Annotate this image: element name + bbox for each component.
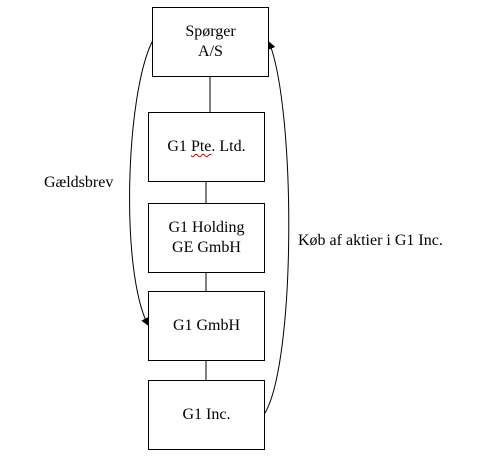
entity-g1-gmbh: G1 GmbH xyxy=(148,291,265,361)
entity-g1-inc-name: G1 Inc. xyxy=(182,406,231,423)
entity-spoerger-suffix: A/S xyxy=(198,43,223,60)
entity-g1-pte-spellcheck-word: Pte xyxy=(190,138,212,155)
entity-g1-gmbh-name: G1 GmbH xyxy=(172,317,241,334)
entity-g1-pte-ltd: G1 Pte. Ltd. xyxy=(148,112,265,182)
entity-g1-pte-suffix: . Ltd. xyxy=(211,138,246,155)
entity-g1-pte-prefix: G1 xyxy=(167,138,191,155)
entity-g1-inc: G1 Inc. xyxy=(148,380,265,450)
entity-g1-holding-ge-gmbh: G1 Holding GE GmbH xyxy=(148,203,265,273)
left-flow-arrow xyxy=(129,41,153,326)
entity-g1-pte-label: G1 Pte. Ltd. xyxy=(167,137,245,157)
flow-label-koeb-af-aktier: Køb af aktier i G1 Inc. xyxy=(298,232,443,249)
entity-spoerger-as: Spørger A/S xyxy=(152,7,269,77)
right-flow-arrow xyxy=(264,41,290,414)
entity-g1-holding-suffix: GE GmbH xyxy=(172,239,241,256)
entity-spoerger-name: Spørger xyxy=(185,23,236,40)
entity-g1-holding-name: G1 Holding xyxy=(168,219,245,236)
flow-label-gaeldsbrev: Gældsbrev xyxy=(44,174,114,191)
